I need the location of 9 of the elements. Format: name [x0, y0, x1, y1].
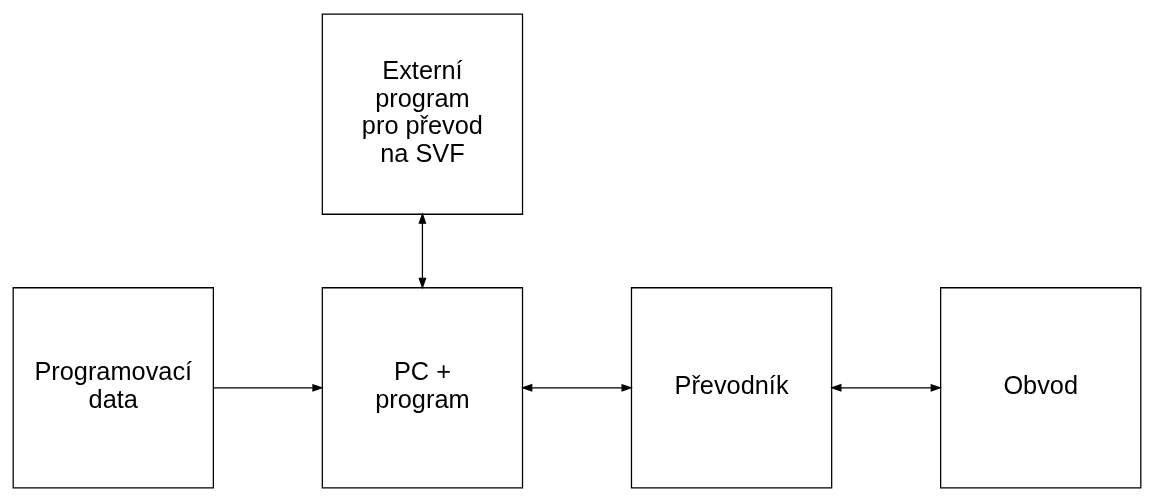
node-box: Převodník — [630, 287, 833, 489]
arrow — [830, 383, 943, 392]
arrow — [520, 383, 633, 392]
node-box: Externí program pro převod na SVF — [321, 13, 524, 215]
arrow — [213, 383, 324, 392]
node-box: Programovací data — [12, 287, 214, 489]
arrow — [418, 212, 427, 290]
node-box: Obvod — [940, 287, 1142, 489]
node-box: PC + program — [321, 287, 524, 489]
